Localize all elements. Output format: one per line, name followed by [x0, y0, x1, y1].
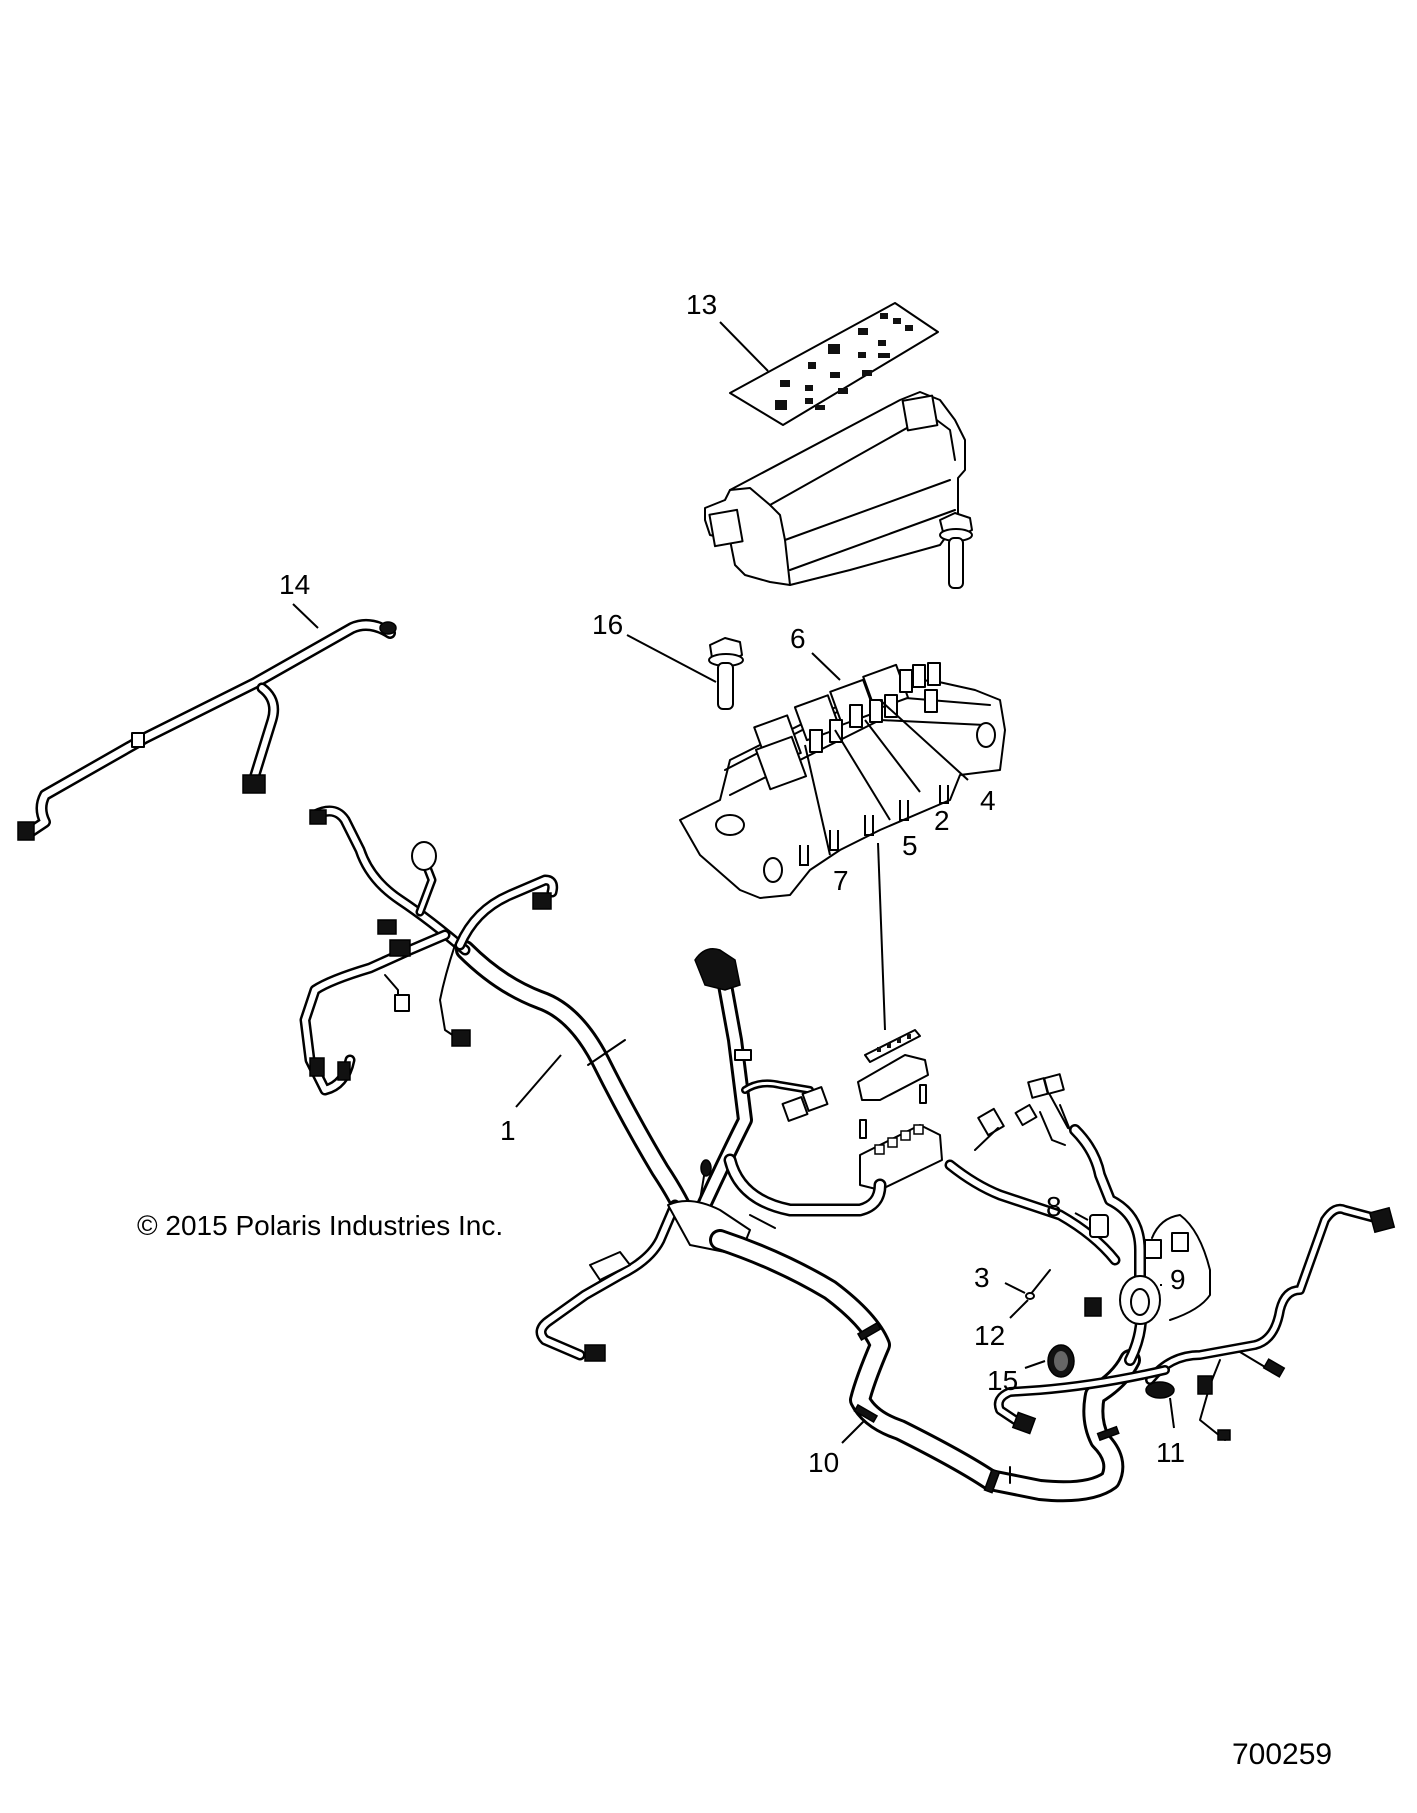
copyright-notice: © 2015 Polaris Industries Inc. — [137, 1210, 504, 1241]
ground-wire-3[interactable] — [1025, 1269, 1051, 1300]
callout-11[interactable]: 11 — [1156, 1437, 1185, 1468]
callout-16[interactable]: 16 — [592, 609, 623, 640]
callout-14[interactable]: 14 — [279, 569, 310, 600]
fuse-box-base[interactable] — [679, 662, 1006, 899]
callout-10[interactable]: 10 — [808, 1447, 839, 1478]
callout-2[interactable]: 2 — [934, 805, 950, 836]
callout-3[interactable]: 3 — [974, 1262, 990, 1293]
callout-13[interactable]: 13 — [686, 289, 717, 320]
figure-number: 700259 — [1232, 1738, 1333, 1771]
small-fuse-holder[interactable] — [857, 1029, 943, 1191]
leader-lines — [292, 321, 1175, 1444]
harness-sleeve-10[interactable] — [709, 1229, 1141, 1503]
connector-8[interactable] — [1089, 1214, 1109, 1238]
fuse-box-decal[interactable] — [729, 302, 939, 426]
callout-8[interactable]: 8 — [1046, 1191, 1062, 1222]
callout-9[interactable]: 9 — [1170, 1264, 1186, 1295]
callout-4[interactable]: 4 — [980, 785, 996, 816]
callout-5[interactable]: 5 — [902, 830, 918, 861]
callout-7[interactable]: 7 — [833, 865, 849, 896]
right-harness[interactable] — [944, 1073, 1396, 1441]
cable-tie-11[interactable] — [1145, 1381, 1175, 1399]
plug-15[interactable] — [1047, 1344, 1075, 1378]
ring-terminal-12[interactable] — [1025, 1292, 1035, 1300]
callout-12[interactable]: 12 — [974, 1320, 1005, 1351]
callout-6[interactable]: 6 — [790, 623, 806, 654]
callout-1[interactable]: 1 — [500, 1115, 516, 1146]
cover-bolt[interactable] — [939, 512, 973, 589]
main-wire-harness[interactable] — [299, 805, 887, 1362]
fuse-box-cover[interactable] — [704, 391, 966, 586]
sub-harness-14[interactable] — [17, 618, 397, 841]
mounting-bolt[interactable] — [708, 637, 744, 710]
callout-15[interactable]: 15 — [987, 1365, 1018, 1396]
callouts: 13 14 16 6 4 2 5 7 1 8 3 9 12 15 10 11 — [279, 289, 1186, 1478]
